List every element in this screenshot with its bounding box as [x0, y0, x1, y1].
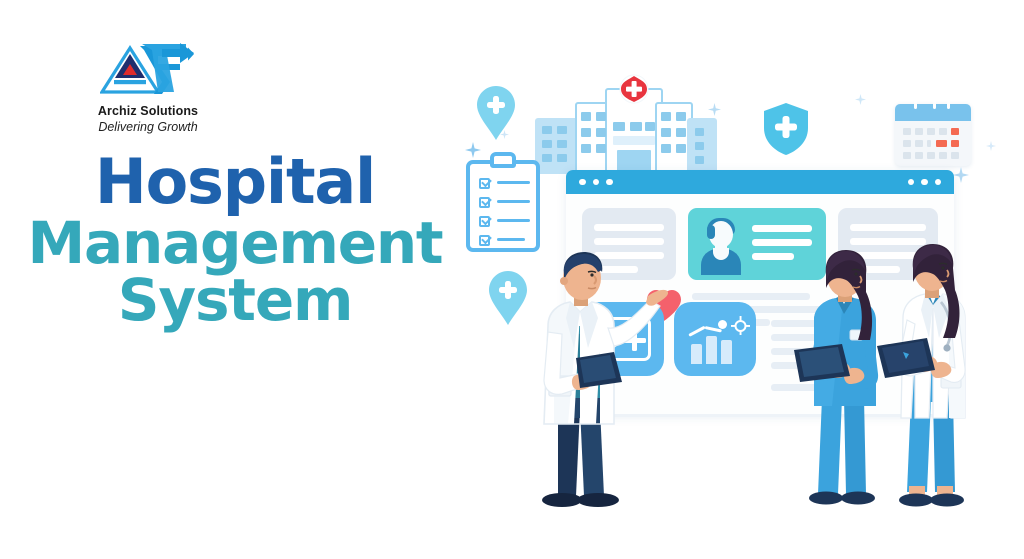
- brand-logo-block[interactable]: Archiz Solutions Delivering Growth: [58, 42, 238, 136]
- window-dot: [921, 178, 928, 186]
- sparkle-icon: [953, 167, 969, 188]
- window-dot: [579, 178, 586, 186]
- calendar-icon: [895, 100, 971, 166]
- shield-cross-icon: [763, 102, 809, 156]
- headline-line-1: Hospital: [94, 145, 376, 218]
- nurse-female: [788, 248, 908, 523]
- sparkle-icon: [855, 92, 866, 110]
- patient-profile-card[interactable]: [688, 208, 826, 280]
- headline-line-2: Management: [27, 208, 444, 277]
- window-dots-left: [579, 178, 613, 186]
- doctor-male: [518, 248, 669, 523]
- hospital-building-icon: [535, 74, 717, 174]
- window-dot: [907, 178, 914, 186]
- sparkle-icon: [708, 103, 721, 121]
- sparkle-icon: [465, 142, 481, 163]
- brand-tagline: Delivering Growth: [98, 120, 198, 135]
- archiz-triangle-arrow-logo-icon: [99, 42, 196, 98]
- headline-line-3: System: [117, 266, 354, 335]
- window-dot: [606, 178, 613, 186]
- avatar: [698, 217, 744, 275]
- sparkle-icon: [500, 126, 509, 144]
- floor-line: [566, 414, 954, 417]
- sparkle-icon: [986, 138, 996, 156]
- doctor-female: [875, 242, 995, 524]
- map-pin-cross-icon-bottom: [488, 270, 528, 326]
- window-dots-right: [907, 178, 941, 186]
- dashboard-window[interactable]: [566, 170, 954, 415]
- hospital-cross-badge-icon: [619, 74, 649, 104]
- dashboard-content: [566, 194, 954, 415]
- window-dot: [592, 178, 599, 186]
- analytics-tile[interactable]: [674, 302, 756, 376]
- page-title: Hospital Management System: [0, 145, 470, 335]
- hero-illustration: [440, 30, 1024, 530]
- brand-name: Archiz Solutions: [97, 104, 199, 118]
- window-title-bar[interactable]: [566, 170, 954, 194]
- window-dot: [934, 178, 941, 186]
- map-pin-cross-icon-top: [476, 85, 516, 141]
- target-icon: [731, 316, 750, 340]
- clipboard-checklist-icon: [466, 152, 540, 252]
